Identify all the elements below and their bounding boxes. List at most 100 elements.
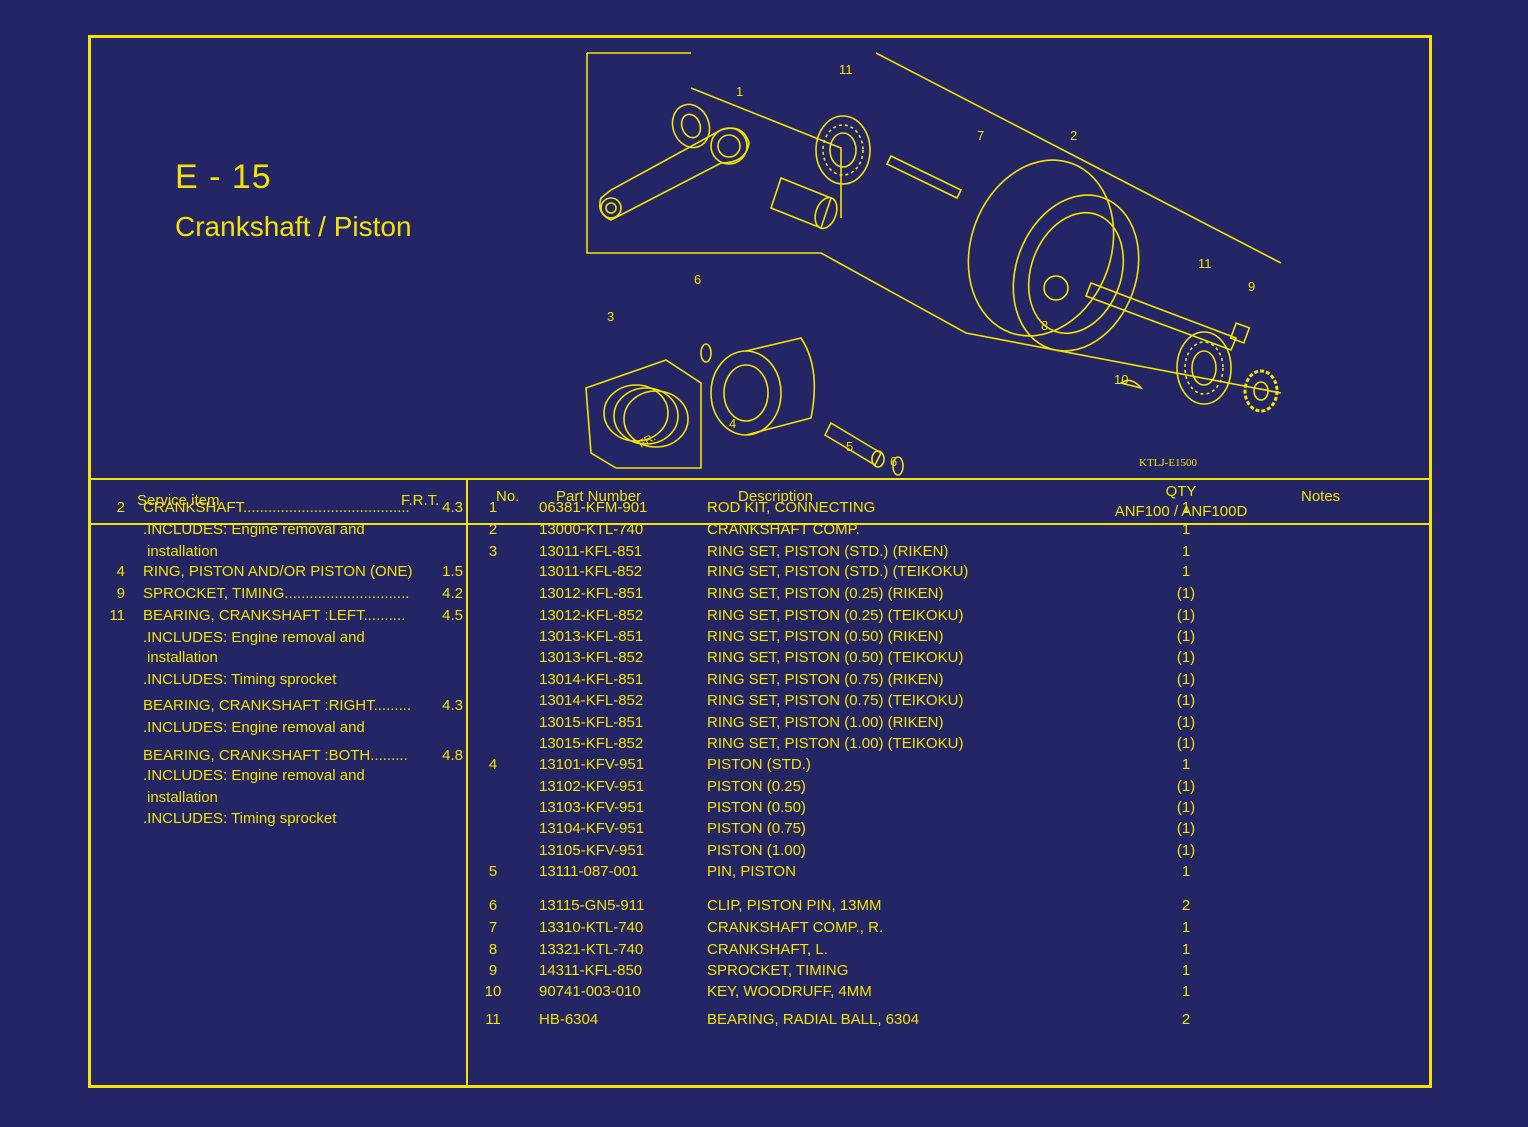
- part-number: 13012-KFL-852: [539, 607, 644, 624]
- service-item-number: 2: [116, 499, 125, 516]
- part-description: RING SET, PISTON (0.75) (TEIKOKU): [707, 692, 964, 709]
- callout-7: 7: [977, 128, 984, 143]
- callout-6-bottom: 6: [890, 454, 897, 469]
- piston-drawing: [710, 337, 816, 436]
- service-item-label: .INCLUDES: Timing sprocket: [143, 671, 337, 688]
- part-ref-number: 10: [484, 983, 502, 1000]
- part-number: 13115-GN5-911: [539, 897, 645, 914]
- part-description: PISTON (0.25): [707, 778, 806, 795]
- part-description: CLIP, PISTON PIN, 13MM: [707, 897, 882, 914]
- service-item-label: installation: [147, 543, 218, 560]
- piston-clip-drawing-lower: [892, 456, 904, 476]
- part-description: RING SET, PISTON (STD.) (RIKEN): [707, 543, 949, 560]
- part-description: RING SET, PISTON (0.75) (RIKEN): [707, 671, 944, 688]
- part-quantity: (1): [1176, 692, 1196, 709]
- part-number: 13102-KFV-951: [539, 778, 645, 795]
- service-item-label: CRANKSHAFT..............................…: [143, 499, 410, 516]
- part-number: 06381-KFM-901: [539, 499, 648, 516]
- part-ref-number: 9: [488, 962, 498, 979]
- part-number: 13310-KTL-740: [539, 919, 644, 936]
- service-item-label: BEARING, CRANKSHAFT :LEFT..........: [143, 607, 406, 624]
- part-description: SPROCKET, TIMING: [707, 962, 849, 979]
- part-number: 13012-KFL-851: [539, 585, 644, 602]
- service-item-label: .INCLUDES: Engine removal and: [143, 629, 365, 646]
- callout-10: 10: [1114, 372, 1128, 387]
- sheet-title: Crankshaft / Piston: [175, 211, 412, 242]
- callout-11-top: 11: [839, 62, 853, 77]
- part-number: 13013-KFL-851: [539, 628, 644, 645]
- part-description: CRANKSHAFT, L.: [707, 941, 828, 958]
- exploded-parts-diagram: 1 11 7 2 6 3 4 5 6 11 9 10 8 FR. KTLJ-E1…: [585, 52, 1282, 476]
- callout-9: 9: [1248, 279, 1255, 294]
- piston-rings-drawing: [585, 359, 702, 469]
- part-description: RING SET, PISTON (0.25) (TEIKOKU): [707, 607, 964, 624]
- service-item-frt: 4.8: [442, 747, 463, 764]
- column-divider: [466, 478, 468, 1088]
- callout-6-top: 6: [694, 272, 701, 287]
- part-quantity: 1: [1181, 756, 1191, 773]
- service-item-label: .INCLUDES: Timing sprocket: [143, 810, 337, 827]
- header-divider-top: [91, 478, 1429, 480]
- header-qty: QTY: [1165, 483, 1197, 500]
- service-item-label: installation: [147, 649, 218, 666]
- part-description: PISTON (STD.): [707, 756, 811, 773]
- service-item-number: 4: [116, 563, 125, 580]
- part-number: 13013-KFL-852: [539, 649, 644, 666]
- part-ref-number: 8: [488, 941, 498, 958]
- part-ref-number: 2: [488, 521, 498, 538]
- part-quantity: (1): [1176, 820, 1196, 837]
- diagram-reference: KTLJ-E1500: [1139, 457, 1198, 469]
- part-quantity: (1): [1176, 778, 1196, 795]
- part-quantity: (1): [1176, 671, 1196, 688]
- part-quantity: 1: [1181, 919, 1191, 936]
- service-item-frt: 4.2: [442, 585, 463, 602]
- callout-11-right: 11: [1198, 256, 1212, 271]
- part-number: 13103-KFV-951: [539, 799, 645, 816]
- part-quantity: (1): [1176, 714, 1196, 731]
- service-item-frt: 1.5: [442, 563, 463, 580]
- header-divider-bottom: [91, 523, 1429, 525]
- part-quantity: (1): [1176, 735, 1196, 752]
- part-quantity: 2: [1181, 1011, 1191, 1028]
- part-ref-number: 4: [488, 756, 498, 773]
- part-quantity: 1: [1181, 499, 1191, 516]
- callout-3: 3: [607, 309, 614, 324]
- connecting-rod-drawing: [598, 127, 750, 221]
- sheet-code: E - 15: [175, 158, 272, 196]
- service-item-label: .INCLUDES: Engine removal and: [143, 521, 365, 538]
- service-item-frt: 4.5: [442, 607, 463, 624]
- part-description: RING SET, PISTON (STD.) (TEIKOKU): [707, 563, 969, 580]
- part-quantity: (1): [1176, 628, 1196, 645]
- header-qty-models: ANF100 / ANF100D: [1114, 503, 1248, 520]
- part-ref-number: 7: [488, 919, 498, 936]
- crankshaft-drawing: [885, 154, 1251, 352]
- part-description: RING SET, PISTON (1.00) (RIKEN): [707, 714, 944, 731]
- part-ref-number: 5: [488, 863, 498, 880]
- header-service-item: Service item: [137, 492, 220, 509]
- bearing-drawing-right: [1176, 331, 1232, 405]
- part-number: 14311-KFL-850: [539, 962, 643, 979]
- part-quantity: 1: [1181, 983, 1191, 1000]
- part-quantity: 2: [1181, 897, 1191, 914]
- service-items-list: 2 CRANKSHAFT.............................…: [99, 38, 469, 1088]
- diagram-frame-lines: [586, 52, 1282, 394]
- part-ref-number: 1: [488, 499, 498, 516]
- part-description: PIN, PISTON: [707, 863, 796, 880]
- service-item-label: .INCLUDES: Engine removal and: [143, 767, 365, 784]
- parts-sheet-frame: E - 15 Crankshaft / Piston: [88, 35, 1432, 1088]
